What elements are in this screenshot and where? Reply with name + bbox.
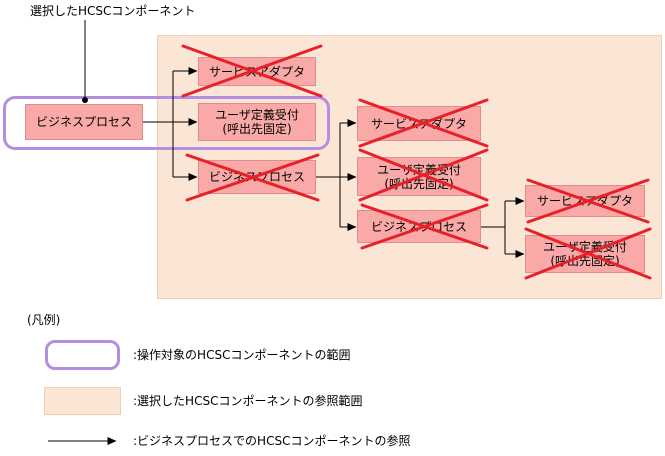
node-user-defined-reception-1[interactable]: ユーザ定義受付 (呼出先固定): [198, 103, 316, 141]
node-service-adapter-3[interactable]: サービスアダプタ: [525, 185, 645, 217]
cross-service-adapter-2: [358, 98, 489, 148]
legend-title: (凡例): [27, 313, 61, 327]
selected-component-callout: 選択したHCSCコンポーネント: [30, 4, 196, 18]
node-sublabel: (呼出先固定): [222, 122, 292, 136]
legend-reference-scope-label: :選択したHCSCコンポーネントの参照範囲: [133, 394, 363, 408]
legend-reference-arrow-label: :ビジネスプロセスでのHCSCコンポーネントの参照: [133, 434, 411, 448]
cross-user-defined-2: [358, 148, 489, 202]
node-business-process-root[interactable]: ビジネスプロセス: [25, 104, 143, 140]
legend-reference-scope-swatch: [44, 387, 121, 415]
node-label: ビジネスプロセス: [35, 115, 132, 129]
node-sublabel: (呼出先固定): [550, 254, 620, 268]
node-label: ユーザ定義受付: [215, 108, 299, 122]
cross-business-process-3: [360, 203, 489, 250]
legend-operation-target-swatch: [45, 340, 120, 370]
cross-business-process-2: [185, 153, 320, 202]
operation-target-outline: [3, 96, 330, 150]
cross-service-adapter-3: [526, 178, 650, 224]
node-label: ビジネスプロセス: [370, 219, 467, 234]
cross-user-defined-3: [524, 227, 652, 280]
callout-leader-dot: [82, 97, 88, 103]
legend-operation-target-label: :操作対象のHCSCコンポーネントの範囲: [133, 348, 351, 362]
cross-service-adapter-1: [181, 44, 323, 98]
